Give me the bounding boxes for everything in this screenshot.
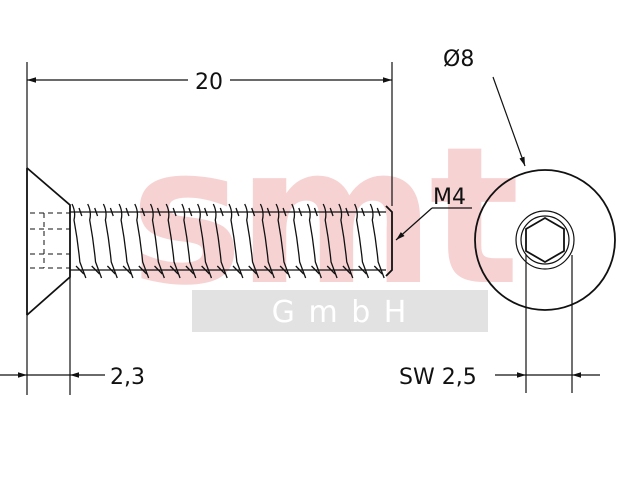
screw-shank [70, 203, 393, 279]
thread-callout: M4 [395, 185, 472, 241]
head-diameter-label: Ø8 [443, 47, 474, 72]
length-dimension-label: 20 [195, 70, 223, 95]
socket-size-label: SW 2,5 [399, 365, 477, 390]
watermark-bar [192, 290, 488, 332]
thread-label: M4 [433, 185, 466, 210]
watermark-company: G m b H [272, 295, 409, 330]
head-height-label: 2,3 [110, 365, 145, 390]
socket-size-dimension: SW 2,5 [399, 255, 600, 393]
screw-head-side [26, 167, 71, 316]
head-height-dimension: 2,3 [0, 277, 145, 395]
length-dimension: 20 [26, 62, 393, 206]
head-diameter-callout: Ø8 [443, 47, 526, 167]
watermark: smt G m b H [130, 106, 522, 332]
screw-end-view [474, 169, 616, 311]
thread-pattern [71, 203, 385, 279]
